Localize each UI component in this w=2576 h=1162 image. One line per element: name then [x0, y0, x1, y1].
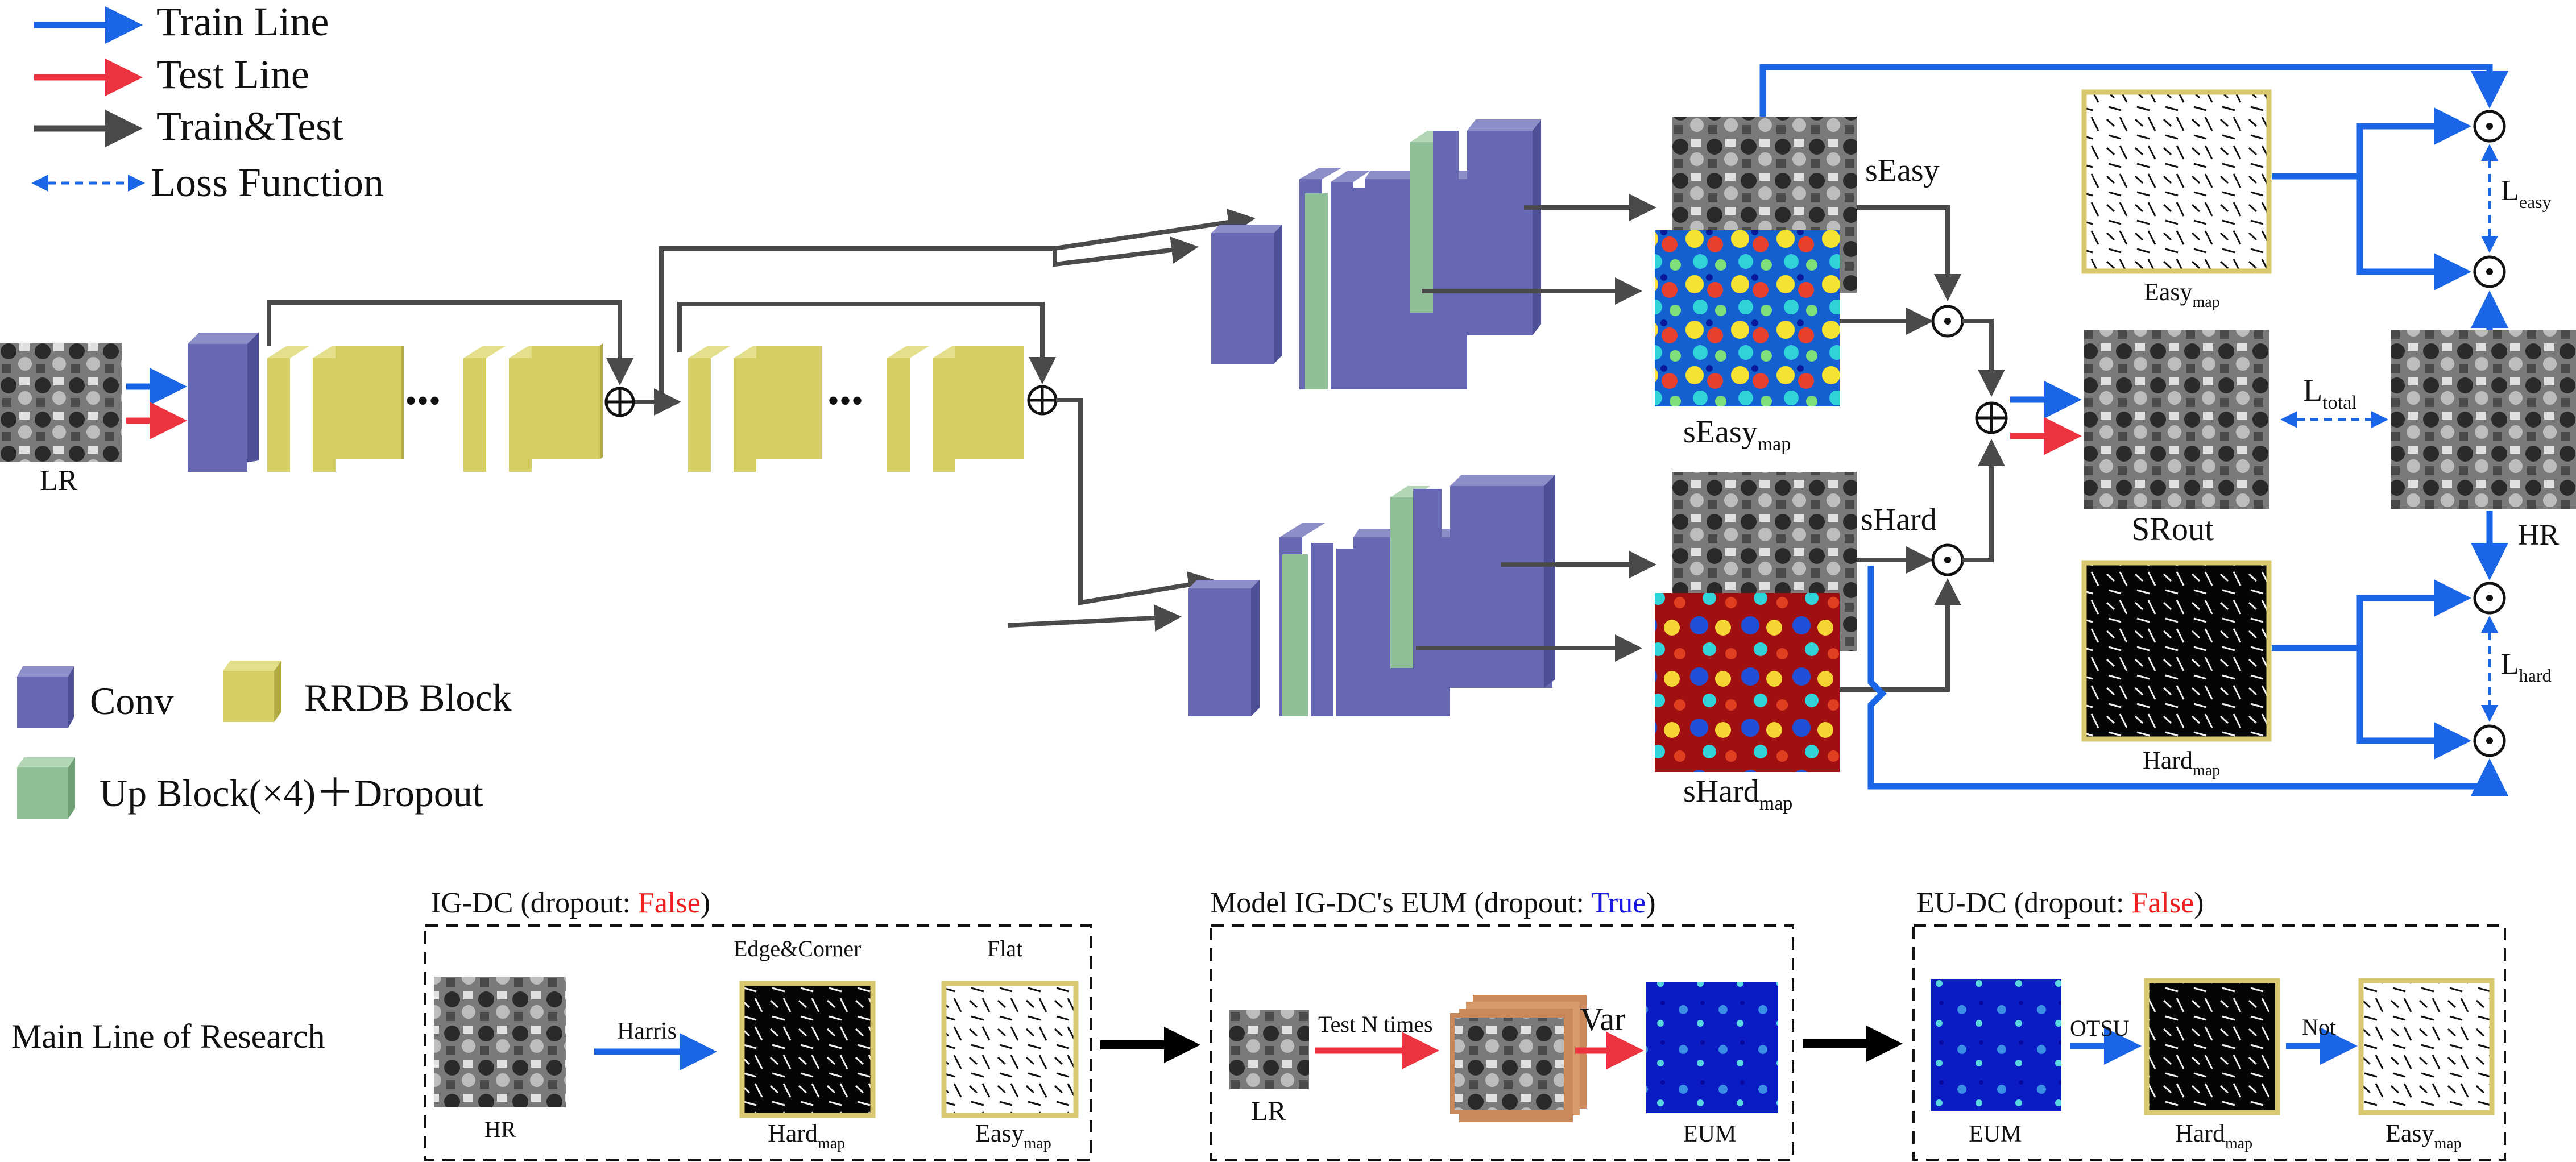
- research-box-eudc: [1912, 924, 2506, 1161]
- add-op-2: [1027, 385, 1058, 416]
- arrow-mul-hard-to-add: [1962, 439, 2005, 562]
- box1-title: IG-DC (dropout: False): [431, 887, 710, 919]
- arrow-mul-easy-to-add: [1962, 319, 2005, 397]
- box1-flat-label: Flat: [987, 936, 1022, 961]
- shard-label: sHard: [1861, 502, 1937, 537]
- box2-test-n-label: Test N times: [1318, 1011, 1433, 1037]
- shard-map-label: sHardmap: [1683, 774, 1792, 814]
- box1-easy-map-image: [941, 981, 1079, 1118]
- skip-connection-2: [677, 302, 1056, 384]
- train-line-bottom-loop: [1867, 566, 2508, 796]
- easy-map-image: [2081, 89, 2272, 274]
- rrdb-dots-2: •••: [827, 382, 863, 420]
- box2-eum-image: [1646, 982, 1778, 1113]
- seasy-label: sEasy: [1865, 153, 1940, 188]
- lower-decoder: [1188, 475, 1555, 716]
- box1-hard-label: Hardmap: [768, 1119, 845, 1152]
- box1-hr-label: HR: [484, 1117, 516, 1142]
- easy-map-label: Easymap: [2144, 278, 2220, 311]
- box2-lr-label: LR: [1251, 1096, 1286, 1126]
- train-line-easy-map: [2272, 107, 2471, 180]
- box3-eum-label: EUM: [1969, 1121, 2022, 1147]
- box2-lr-image: [1229, 1010, 1309, 1089]
- hr-label: HR: [2518, 519, 2560, 551]
- mul-op-easy-bottom: [2473, 255, 2506, 288]
- hard-map-label: Hardmap: [2143, 746, 2220, 779]
- box1-hard-map-image: [739, 981, 876, 1118]
- lr-label: LR: [40, 464, 78, 497]
- legend-upblock-cube-icon: [17, 757, 75, 819]
- mul-op-easy: [1931, 305, 1964, 338]
- branch-line-upper-2: [1053, 236, 1199, 267]
- box1-harris-label: Harris: [617, 1018, 677, 1044]
- box3-easy-map-image: [2358, 978, 2495, 1115]
- box3-hard-map-image: [2144, 978, 2280, 1115]
- loss-hard-label: Lhard: [2501, 648, 2552, 686]
- conv-block-input: [188, 333, 259, 472]
- srout-label: SRout: [2131, 511, 2214, 547]
- box2-var-label: Var: [1580, 1001, 1626, 1038]
- legend-rrdb-label: RRDB Block: [304, 676, 512, 719]
- train-line-easy-map-2: [2356, 176, 2471, 290]
- box3-eum-image: [1931, 979, 2061, 1111]
- box3-easy-label: Easymap: [2386, 1119, 2462, 1152]
- hard-map-image: [2081, 560, 2272, 742]
- loss-total-label: Ltotal: [2303, 373, 2357, 413]
- skip-connection-1: [267, 300, 633, 385]
- add-op-1: [604, 387, 635, 417]
- legend-train-label: Train Line: [156, 0, 329, 44]
- research-box-eum: [1210, 924, 1794, 1161]
- box1-hr-image: [434, 977, 566, 1107]
- seasy-map-label: sEasymap: [1683, 414, 1791, 455]
- lr-input-image: [0, 343, 122, 462]
- shard-map-image: [1655, 593, 1840, 772]
- mul-op-hard-top: [2473, 582, 2506, 615]
- box3-otsu-label: OTSU: [2070, 1015, 2130, 1041]
- arrow-seasy-to-mul: [1857, 205, 1961, 301]
- mul-op-easy-top: [2473, 110, 2506, 143]
- box1-edge-corner-label: Edge&Corner: [734, 936, 861, 961]
- box3-title: EU-DC (dropout: False): [1916, 887, 2204, 919]
- box2-stacked-images: [1450, 995, 1587, 1122]
- legend-test-label: Test Line: [156, 52, 309, 97]
- branch-line-lower: [1056, 398, 1216, 605]
- add-op-final: [1975, 401, 2008, 434]
- research-main-label: Main Line of Research: [11, 1018, 325, 1055]
- rrdb-group-1: •••: [267, 343, 603, 472]
- legend-loss-label: Loss Function: [151, 160, 384, 205]
- mul-op-hard-bottom: [2473, 724, 2506, 757]
- train-line-hard-map-2: [2356, 648, 2471, 760]
- legend-upblock-label: Up Block(×4)＋Dropout: [100, 771, 483, 815]
- branch-line-lower-2: [1007, 604, 1182, 632]
- legend-rrdb-cube-icon: [223, 661, 281, 722]
- legend-conv-label: Conv: [90, 679, 173, 723]
- train-line-hard-map: [2272, 579, 2471, 651]
- legend-traintest-label: Train&Test: [156, 103, 343, 149]
- rrdb-group-2: •••: [688, 346, 1024, 472]
- train-line-top-loop: [1759, 64, 2508, 117]
- loss-easy-label: Leasy: [2501, 175, 2552, 212]
- seasy-map-image: [1655, 230, 1840, 406]
- legend-conv-cube-icon: [17, 666, 74, 728]
- mul-op-hard: [1931, 543, 1964, 576]
- box3-not-label: Not: [2302, 1014, 2336, 1040]
- box3-hard-label: Hardmap: [2175, 1119, 2252, 1152]
- research-box-igdc: [424, 924, 1092, 1161]
- upper-decoder: [1211, 119, 1541, 389]
- srout-image: [2084, 330, 2269, 509]
- box2-title: Model IG-DC's EUM (dropout: True): [1210, 887, 1656, 919]
- hr-image: [2391, 330, 2576, 509]
- rrdb-dots-1: •••: [405, 382, 441, 420]
- branch-line-upper: [659, 209, 1256, 402]
- legend: Train Line Test Line Train&Test Loss Fun…: [17, 0, 512, 819]
- box2-eum-label: EUM: [1683, 1121, 1736, 1147]
- box1-easy-label: Easymap: [975, 1119, 1051, 1152]
